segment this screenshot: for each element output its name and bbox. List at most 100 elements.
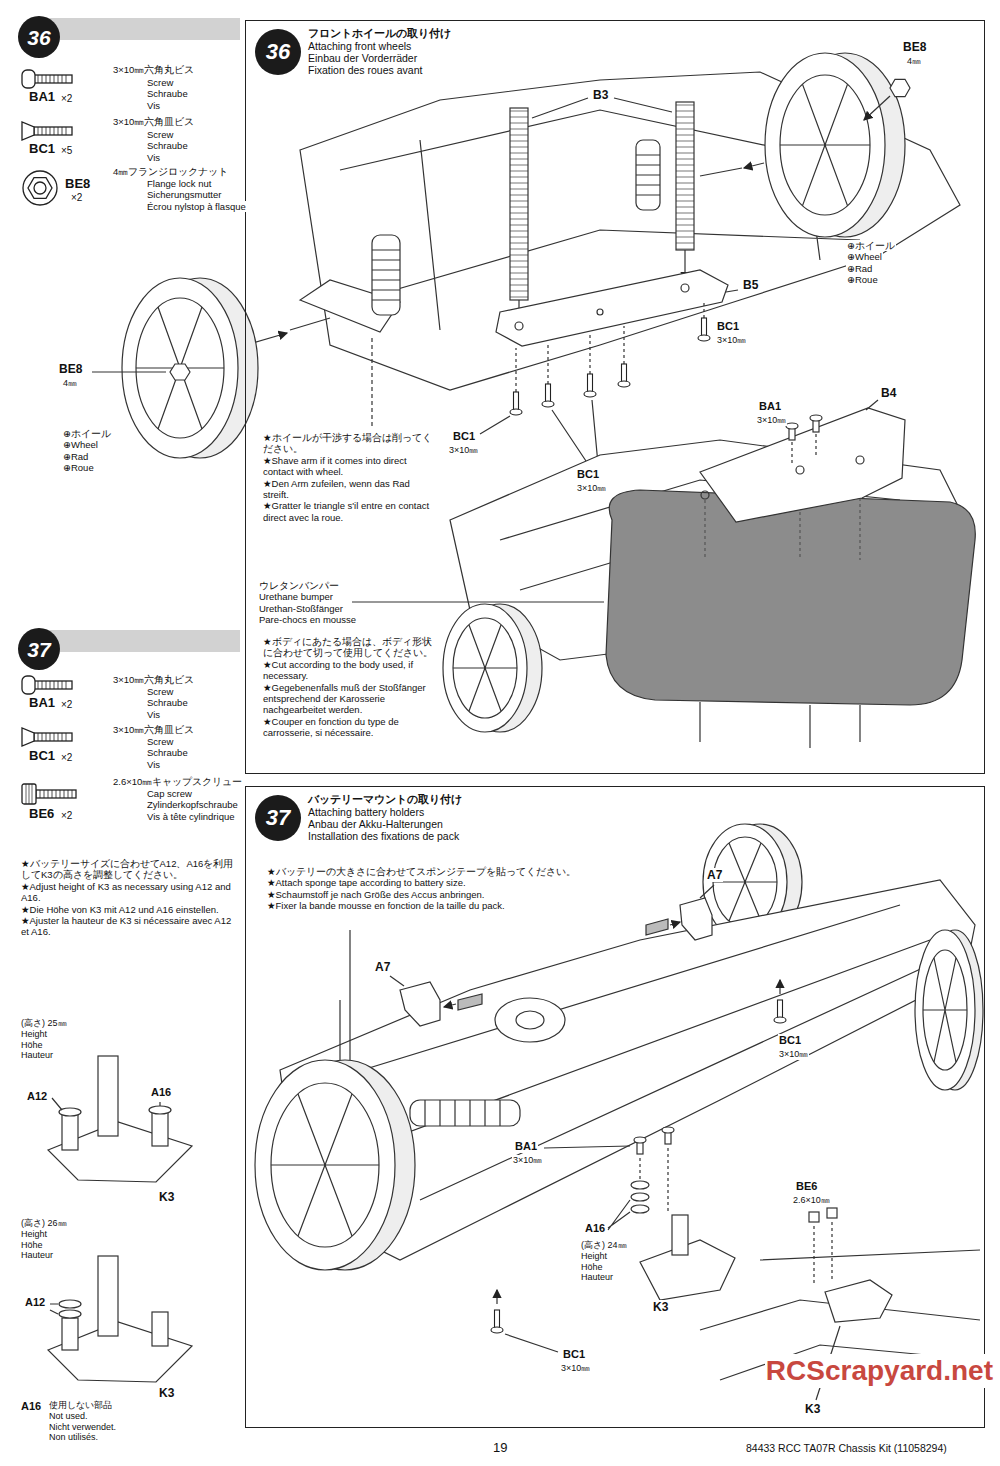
illustration-part <box>152 1312 168 1346</box>
part-code: BC1 <box>716 320 740 333</box>
illustration-part <box>744 163 764 168</box>
label-text: 使用しない部品 <box>48 1400 113 1411</box>
label-text: 4㎜ <box>62 378 78 389</box>
illustration-part <box>22 728 72 746</box>
illustration-part <box>774 1000 786 1023</box>
illustration-part <box>681 284 689 292</box>
illustration-part <box>98 1056 118 1136</box>
illustration-part <box>856 456 864 464</box>
illustration-part <box>425 1100 500 1126</box>
step37-illustration <box>255 824 983 1400</box>
label-text: ×5 <box>60 145 73 157</box>
illustration-part <box>597 309 603 315</box>
label-text: ⊕Wheel <box>62 439 99 450</box>
part-code: B4 <box>880 386 897 400</box>
illustration-part <box>825 1280 892 1322</box>
part-code: BE8 <box>58 362 83 376</box>
label-text: Zylinderkopfschraube <box>146 799 239 810</box>
illustration-part <box>410 1100 520 1126</box>
illustration-part <box>62 1114 78 1150</box>
illustration-part <box>92 371 166 372</box>
assembly-note: ★Die Höhe von K3 mit A12 und A16 einstel… <box>20 904 237 915</box>
illustration-part <box>700 408 905 522</box>
illustration-part <box>271 1083 379 1247</box>
illustration-part <box>780 84 870 205</box>
label-text: Vis <box>146 709 161 720</box>
assembly-note: ★Cut according to the body used, if nece… <box>262 659 434 682</box>
part-code: K3 <box>158 1386 175 1400</box>
illustration-part <box>22 122 72 140</box>
part-code: BA1 <box>28 695 56 711</box>
label-text: 4㎜ <box>906 56 922 67</box>
label-text: Vis <box>146 759 161 770</box>
label-text: Not used. <box>48 1411 89 1422</box>
label-text: Schraube <box>146 747 189 758</box>
illustration-part <box>50 1304 58 1314</box>
label-text: ⊕Rad <box>62 451 89 462</box>
illustration-part <box>390 976 404 986</box>
illustration-part <box>491 1310 503 1333</box>
illustration-part <box>698 318 710 341</box>
step-title-translation: Fixation des roues avant <box>308 64 422 76</box>
label-text: ⊕Roue <box>846 274 879 285</box>
illustration-part <box>453 618 517 718</box>
step-title-translation: Einbau der Vorderräder <box>308 52 417 64</box>
label-text: 3×10㎜ <box>512 1155 543 1166</box>
illustration-part <box>636 155 660 195</box>
label-text: (高さ) 25㎜ <box>20 1018 68 1029</box>
illustration-part <box>23 171 57 205</box>
label-text: 3×10㎜六角皿ビス <box>112 116 195 127</box>
label-text: Schraube <box>146 697 189 708</box>
label-text: 3×10㎜ <box>576 483 607 494</box>
label-text: Hauteur <box>20 1050 54 1061</box>
illustration-part <box>780 75 870 215</box>
illustration-part <box>672 1215 688 1255</box>
assembly-note: ★Den Arm zufeilen, wenn das Rad streift. <box>262 478 434 501</box>
label-text: ⊕Rad <box>846 263 873 274</box>
part-code: BA1 <box>28 89 56 105</box>
illustration-part <box>22 676 72 694</box>
illustration-part <box>443 604 527 732</box>
label-text: ⊕ホイール <box>62 428 112 439</box>
label-text: ×2 <box>60 752 73 764</box>
label-text: ウレタンバンパー <box>258 580 340 591</box>
illustration-part <box>136 298 224 438</box>
label-text: Screw <box>146 686 174 697</box>
label-text: Vis <box>146 152 161 163</box>
illustration-part <box>700 702 860 748</box>
assembly-note: ★Schaumstoff je nach Größe des Accus anb… <box>266 889 608 900</box>
label-text: ⊕ホイール <box>846 240 896 251</box>
illustration-part <box>290 318 330 330</box>
part-code: K3 <box>652 1300 669 1314</box>
illustration-part <box>544 1146 630 1148</box>
illustration-part <box>122 278 238 458</box>
label-text: Flange lock nut <box>146 178 212 189</box>
assembly-note: ★Gegebenenfalls muß der Stoßfänger entsp… <box>262 682 434 716</box>
step-number: 37 <box>27 639 50 660</box>
illustration-part <box>480 400 598 464</box>
illustration-part <box>496 270 728 346</box>
label-text: Höhe <box>20 1040 44 1051</box>
illustration-part <box>915 930 975 1090</box>
illustration-part <box>330 905 940 1200</box>
part-code: BE8 <box>64 176 91 192</box>
illustration-part <box>864 96 890 120</box>
illustration-part <box>444 1004 456 1007</box>
step-title-translation: Attaching battery holders <box>308 806 424 818</box>
illustration-part <box>662 1127 674 1133</box>
step36-illustration <box>92 53 975 748</box>
assembly-note: ★Shave arm if it comes into direct conta… <box>262 455 434 478</box>
part-code: K3 <box>158 1190 175 1204</box>
part-code: BC1 <box>452 430 476 443</box>
illustration-part <box>726 290 738 292</box>
illustration-part <box>98 1256 118 1336</box>
illustration-part <box>923 958 967 1062</box>
illustration-part <box>510 392 522 415</box>
assembly-note: ★Adjust height of K3 as necessary using … <box>20 881 237 904</box>
illustration-part <box>606 490 975 705</box>
label-text: 3×10㎜六角丸ビス <box>112 674 195 685</box>
part-code: A12 <box>24 1296 46 1309</box>
label-text: 3×10㎜ <box>448 445 479 456</box>
step-title-translation: Anbau der Akku-Halterungen <box>308 818 443 830</box>
assembly-note: ★Attach sponge tape according to battery… <box>266 877 608 888</box>
